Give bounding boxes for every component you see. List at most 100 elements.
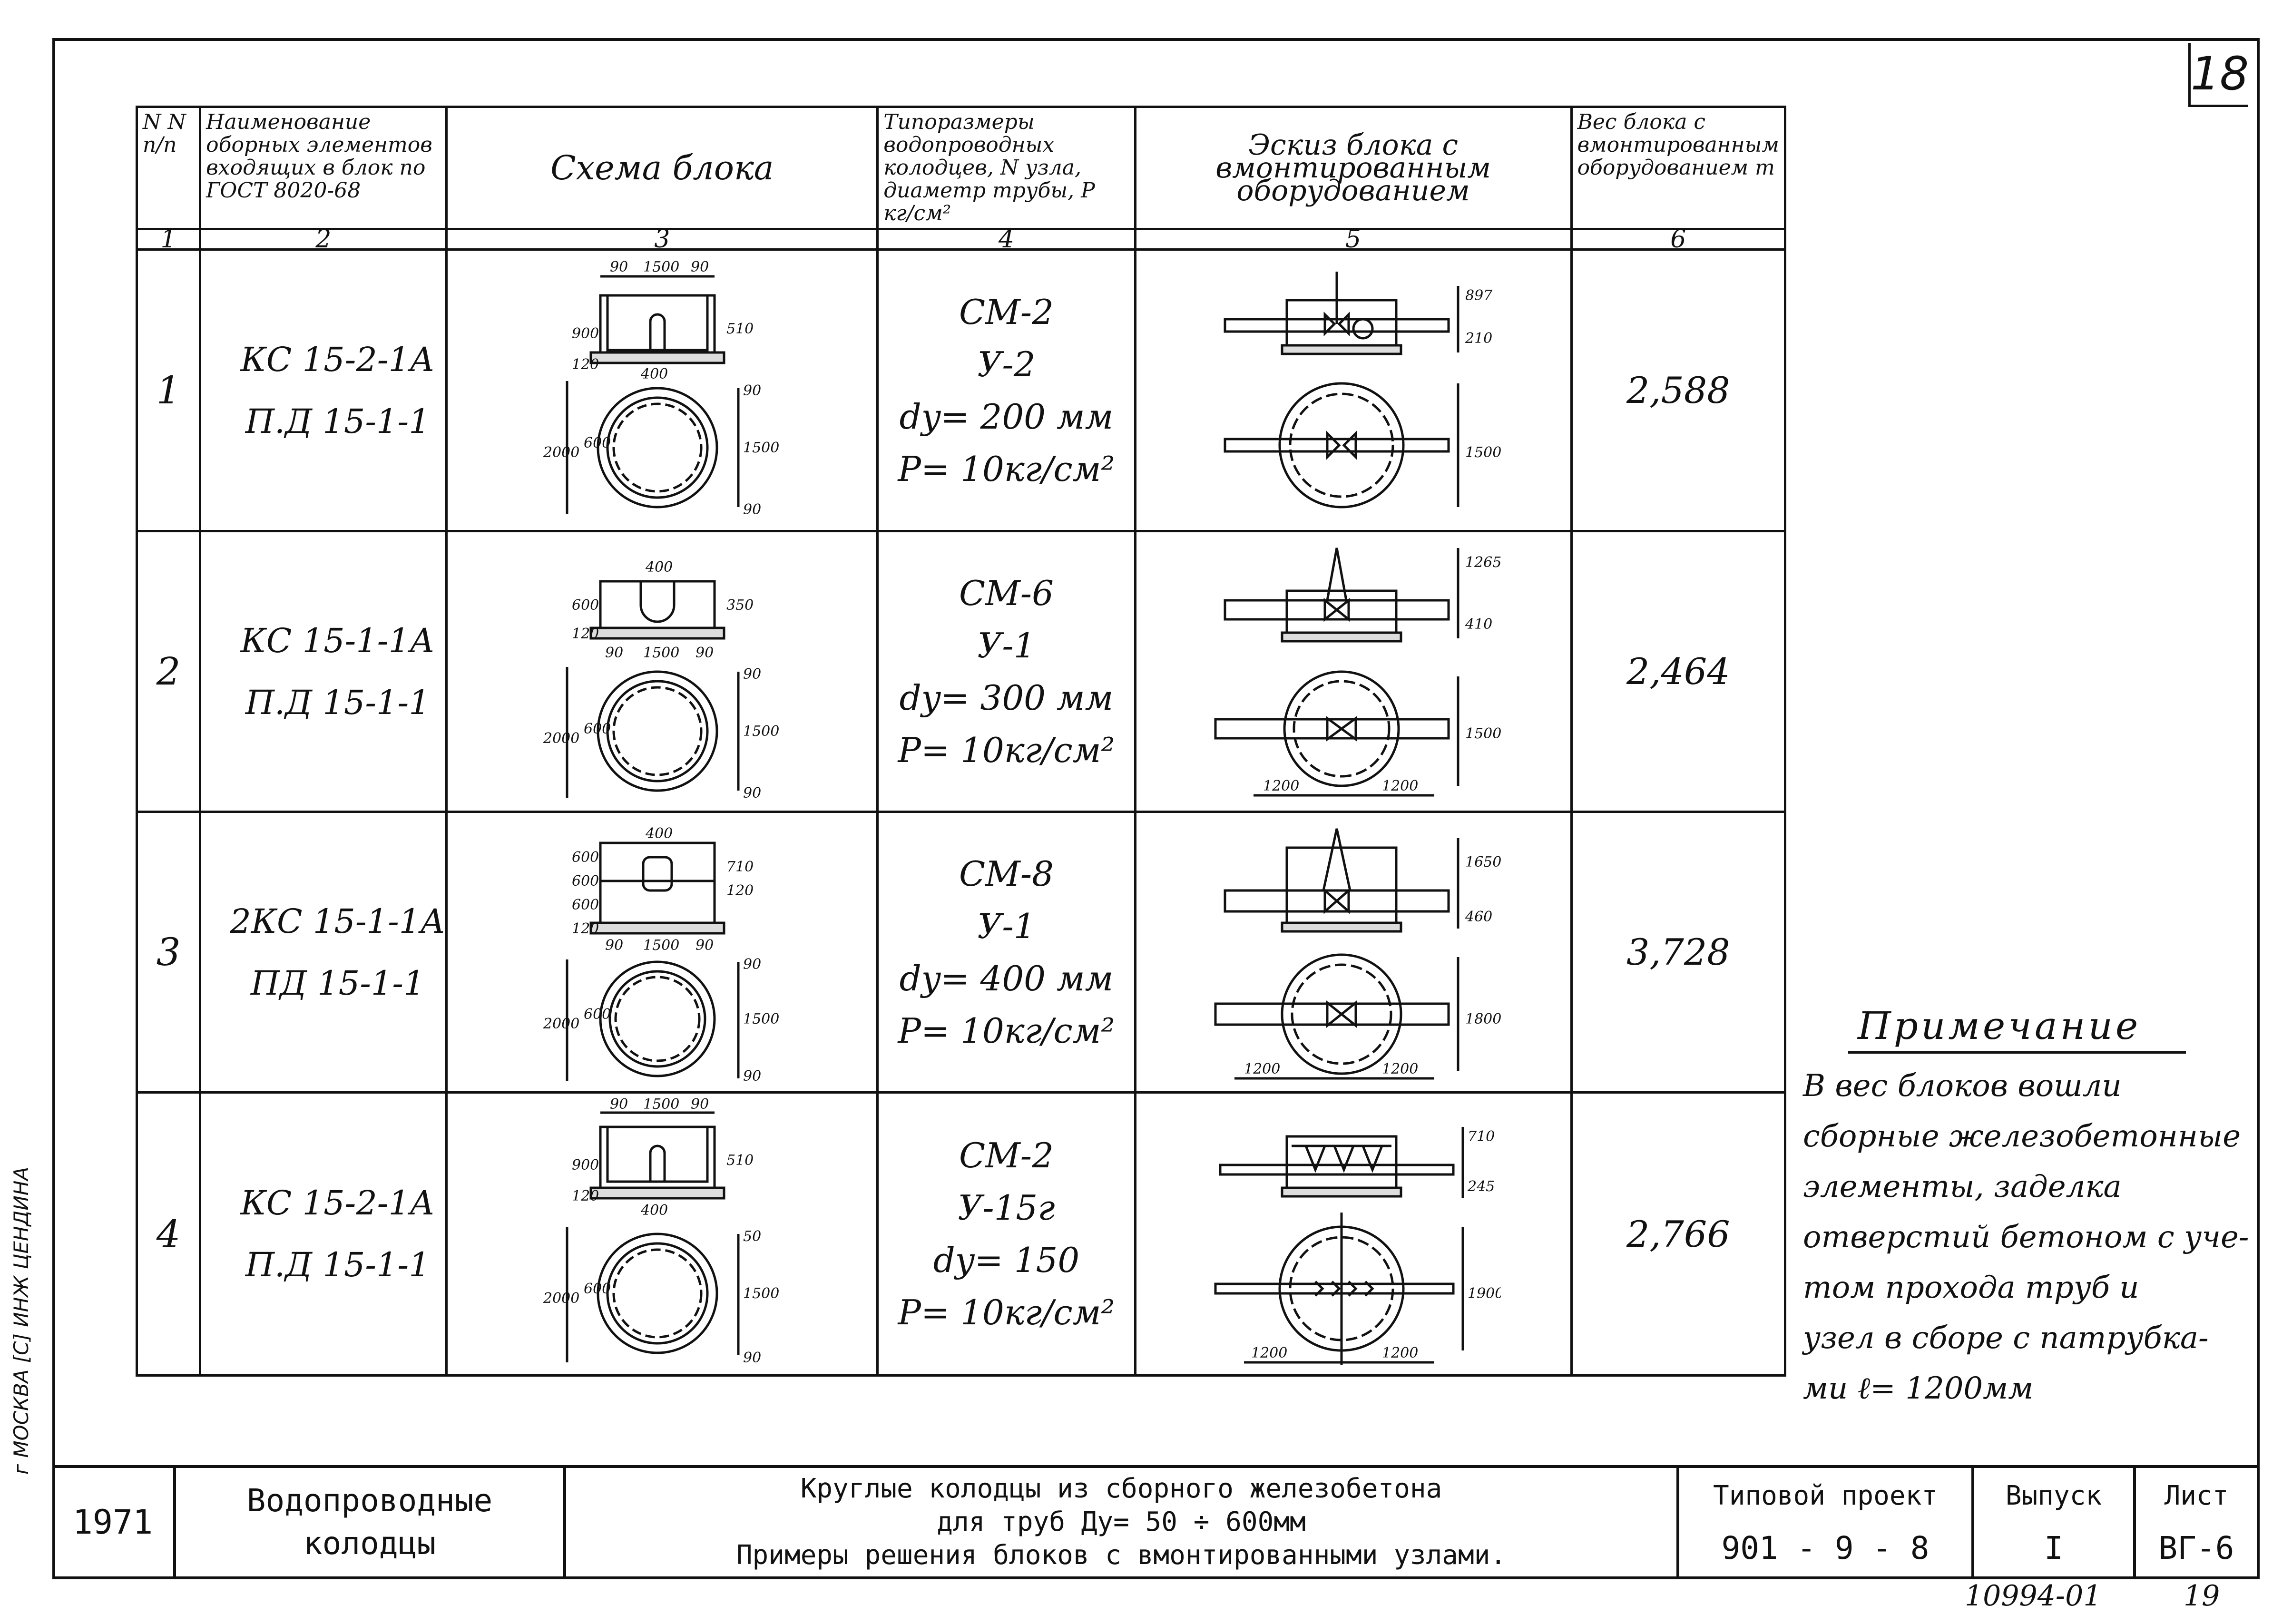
element-ring: КС 15-1-1А: [240, 621, 435, 660]
row-params: СМ-2 У-15г dy= 150 P= 10кг/см²: [876, 1091, 1136, 1377]
note-line: сборные железобетонные: [1803, 1119, 2241, 1154]
dim-label: 1500: [743, 1285, 779, 1302]
blocks-table: N N п/п Наименование оборных элементов в…: [135, 106, 1787, 1377]
note-line: В вес блоков вошли: [1803, 1068, 2122, 1104]
element-ring: КС 15-2-1А: [240, 340, 435, 379]
dim-label: 1265: [1465, 554, 1501, 571]
dim-label: 1900: [1468, 1285, 1501, 1302]
note-line: том прохода труб и: [1803, 1270, 2139, 1305]
header-num: N N п/п: [135, 106, 202, 230]
dim-label: 900: [572, 1157, 599, 1174]
dim-label: 897: [1465, 287, 1493, 304]
header-elements: Наименование оборных элементов входящих …: [199, 106, 448, 230]
dim-label: 90: [743, 382, 761, 399]
col-number: 3: [445, 227, 879, 252]
dim-label: 90: [695, 937, 714, 954]
dim-label: 120: [726, 882, 754, 899]
col-number: 6: [1570, 227, 1787, 252]
row-number: 4: [135, 1091, 202, 1377]
block-schema-drawing: 400 600 600 600 120 710 120 90 1500 90 2…: [543, 825, 779, 1085]
dim-label: 1500: [743, 723, 779, 740]
col-number: 2: [199, 227, 448, 252]
dim-label: 50: [743, 1228, 761, 1245]
table-header-row: N N п/п Наименование оборных элементов в…: [135, 106, 1787, 230]
dim-label: 1500: [643, 1098, 679, 1113]
block-sketch-drawing: 410 1265 1500 1200 1200: [1214, 548, 1501, 796]
element-ring: КС 15-2-1А: [240, 1184, 435, 1223]
dim-label: 210: [1465, 330, 1492, 347]
row-params: СМ-8 У-1 dy= 400 мм P= 10кг/см²: [876, 811, 1136, 1094]
dim-label: 120: [572, 356, 599, 373]
dim-label: 600: [572, 873, 599, 890]
stamp-issue: Выпуск I: [1974, 1465, 2136, 1579]
pressure: P= 10кг/см²: [898, 1292, 1115, 1332]
dim-label: 710: [726, 859, 754, 875]
stamp-desc-line: Круглые колодцы из сборного железобетона: [800, 1473, 1442, 1504]
stamp-desc-line: Примеры решения блоков с вмонтированными…: [736, 1540, 1507, 1571]
dim-label: 1500: [643, 259, 679, 275]
dim-label: 2000: [543, 1016, 579, 1032]
dim-label: 900: [572, 325, 599, 342]
dim-label: 2000: [543, 1290, 579, 1307]
column-number-row: 1 2 3 4 5 6: [135, 227, 1787, 252]
pressure: P= 10кг/см²: [898, 449, 1115, 489]
dim-label: 600: [584, 435, 611, 451]
dim-label: 1800: [1465, 1011, 1501, 1027]
block-sketch-drawing: 460 1650 1800 1200 1200: [1214, 828, 1501, 1079]
stamp-issue-value: I: [2044, 1530, 2063, 1566]
stamp-sheet-value: ВГ-6: [2158, 1530, 2234, 1566]
pipe-diameter: dy= 150: [933, 1240, 1080, 1280]
block-schema-drawing: 400 600 120 350 90 1500 90 2000 600 90 1…: [543, 559, 779, 802]
stamp-project: Типовой проект 901 - 9 - 8: [1679, 1465, 1974, 1579]
dim-label: 90: [605, 937, 623, 954]
element-slab: ПД 15-1-1: [250, 963, 425, 1003]
col-number: 1: [135, 227, 202, 252]
note-line: отверстий бетоном с уче-: [1803, 1220, 2249, 1255]
dim-label: 90: [691, 259, 709, 275]
dim-label: 1500: [643, 937, 679, 954]
note-underline: [1848, 1051, 2186, 1054]
element-ring: 2КС 15-1-1А: [230, 901, 446, 941]
col-number: 5: [1134, 227, 1573, 252]
block-schema: 400 600 600 600 120 710 120 90 1500 90 2…: [445, 811, 879, 1094]
dim-label: 1200: [1251, 1345, 1287, 1361]
table-row: 3 2КС 15-1-1А ПД 15-1-1 400 600 600 600 …: [135, 811, 1787, 1094]
row-number: 3: [135, 811, 202, 1094]
dim-label: 90: [743, 666, 761, 683]
header-sketch: Эскиз блока с вмонтированным оборудовани…: [1134, 106, 1573, 230]
header-schema: Схема блока: [445, 106, 879, 230]
dim-label: 460: [1465, 909, 1492, 925]
well-type: СМ-2: [959, 1135, 1054, 1175]
drawing-code: 10994-01: [1965, 1579, 2102, 1613]
pressure: P= 10кг/см²: [898, 1010, 1115, 1051]
dim-label: 1200: [1382, 1061, 1418, 1077]
dim-label: 1500: [1465, 725, 1501, 742]
dim-label: 120: [572, 1188, 599, 1204]
block-sketch: 460 1650 1800 1200 1200: [1134, 811, 1573, 1094]
stamp-title-line: колодцы: [303, 1525, 436, 1562]
block-schema: 400 600 120 350 90 1500 90 2000 600 90 1…: [445, 530, 879, 813]
dim-label: 90: [610, 259, 628, 275]
dim-label: 90: [743, 1068, 761, 1085]
dim-label: 2000: [543, 730, 579, 747]
dim-label: 245: [1467, 1178, 1495, 1195]
drawing-frame: [52, 38, 2260, 1579]
element-slab: П.Д 15-1-1: [245, 683, 430, 722]
dim-label: 120: [572, 920, 599, 937]
dim-label: 400: [645, 825, 673, 842]
dim-label: 400: [640, 1202, 668, 1219]
dim-label: 90: [695, 645, 714, 661]
col-number: 4: [876, 227, 1136, 252]
well-type: СМ-6: [959, 573, 1054, 613]
dim-label: 1500: [743, 1011, 779, 1027]
stamp-project-value: 901 - 9 - 8: [1721, 1530, 1930, 1566]
row-number: 2: [135, 530, 202, 813]
row-elements: КС 15-2-1А П.Д 15-1-1: [199, 248, 448, 532]
title-block: 1971 Водопроводные колодцы Круглые колод…: [0, 1465, 2292, 1579]
dim-label: 90: [743, 1350, 761, 1366]
pipe-diameter: dy= 200 мм: [899, 396, 1114, 437]
stamp-issue-label: Выпуск: [2005, 1480, 2102, 1511]
dim-label: 1500: [1465, 444, 1501, 461]
dim-label: 90: [743, 785, 761, 802]
row-number: 1: [135, 248, 202, 532]
